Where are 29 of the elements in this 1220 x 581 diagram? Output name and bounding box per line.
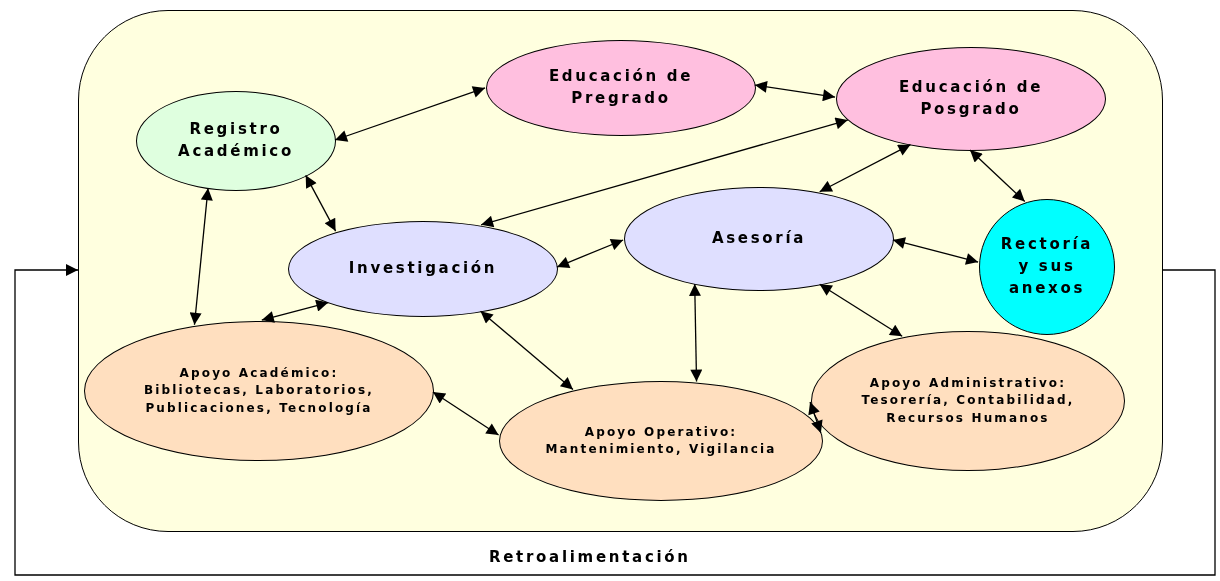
node-title: Apoyo Operativo: bbox=[584, 423, 738, 441]
arrow bbox=[305, 174, 337, 232]
arrow bbox=[189, 187, 213, 326]
node-title: Educación de Pregrado bbox=[547, 66, 695, 109]
arrow bbox=[688, 283, 703, 383]
arrow bbox=[334, 86, 486, 142]
arrow bbox=[556, 238, 624, 269]
node-title: Apoyo Administrativo: bbox=[869, 374, 1067, 392]
arrow bbox=[261, 299, 329, 323]
arrow bbox=[432, 391, 500, 436]
arrow bbox=[819, 283, 903, 337]
arrow bbox=[479, 310, 574, 391]
feedback-arrow bbox=[14, 264, 1216, 576]
arrow bbox=[819, 144, 912, 193]
arrow bbox=[892, 237, 979, 265]
node-text: Mantenimiento, Vigilancia bbox=[545, 441, 777, 458]
node-title: Rectoría y sus anexos bbox=[999, 234, 1095, 299]
container-box bbox=[78, 10, 1163, 532]
node-title: Investigación bbox=[348, 258, 498, 280]
node-title: Apoyo Académico: bbox=[179, 364, 339, 382]
node-text: Bibliotecas, Laboratorios, Publicaciones, Tecnología bbox=[143, 382, 375, 417]
node-text: Tesorería, Contabilidad, Recursos Humanos bbox=[860, 392, 1076, 427]
node-title: Asesoría bbox=[711, 228, 807, 250]
arrow bbox=[480, 117, 849, 228]
node-title: Registro Académico bbox=[177, 119, 295, 162]
node-title: Educación de Posgrado bbox=[897, 77, 1045, 120]
arrow bbox=[808, 401, 823, 434]
arrow bbox=[969, 149, 1026, 203]
arrow bbox=[754, 80, 836, 102]
